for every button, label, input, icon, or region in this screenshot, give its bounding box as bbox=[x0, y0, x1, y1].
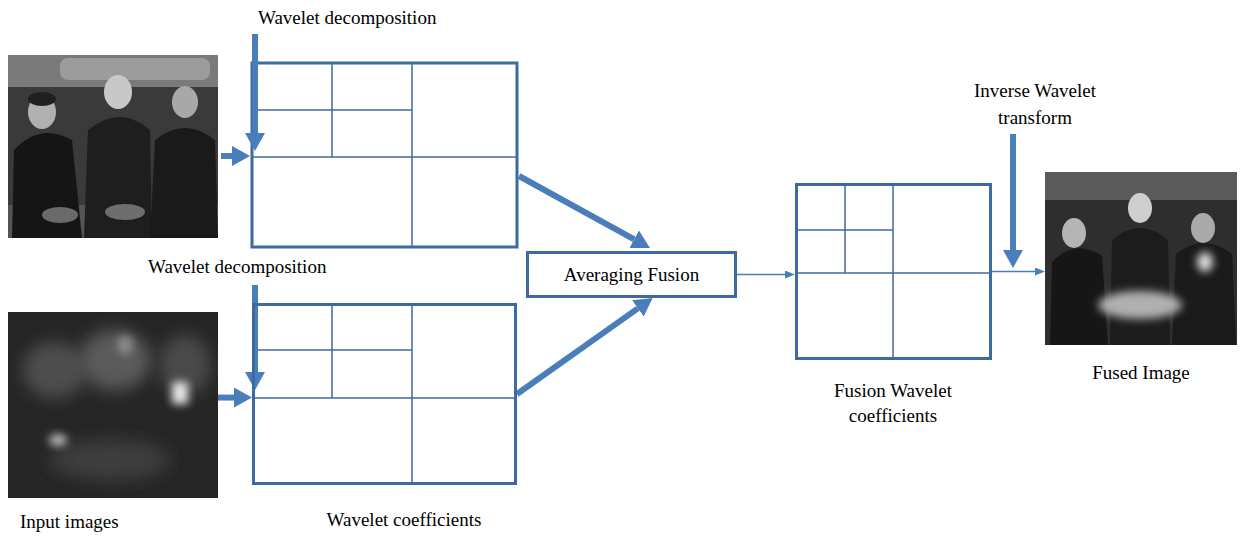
flow-arrow bbox=[517, 308, 638, 394]
grid-line bbox=[844, 183, 846, 273]
grid-line bbox=[411, 303, 413, 485]
wavelet-grid-lines bbox=[252, 303, 517, 485]
person-body bbox=[1050, 248, 1108, 345]
person-head bbox=[172, 86, 198, 118]
person-body bbox=[84, 117, 152, 238]
hot-spot bbox=[1197, 252, 1213, 272]
label-anchor: Wavelet decomposition bbox=[148, 257, 388, 277]
person-head bbox=[104, 75, 132, 109]
coefficient-grid: Wavelet coefficients bbox=[252, 303, 517, 485]
heat-blob bbox=[23, 342, 87, 398]
input-image: Input images bbox=[8, 312, 218, 498]
flow-arrow bbox=[992, 271, 1035, 273]
hot-spot bbox=[172, 382, 188, 404]
grid-line bbox=[252, 397, 517, 399]
output-image: Fused Image bbox=[1045, 172, 1237, 345]
hot-spot bbox=[49, 434, 67, 446]
caption-text: Fusion Wavelet coefficients bbox=[818, 378, 968, 428]
step-label: Wavelet decomposition bbox=[148, 257, 388, 277]
fusion-grid-lines bbox=[795, 183, 992, 360]
right-arrow bbox=[221, 153, 232, 159]
person-hair bbox=[28, 92, 56, 106]
image-ground bbox=[1045, 172, 1237, 345]
step-label: Inverse Wavelet transform bbox=[960, 77, 1110, 131]
person-head bbox=[1128, 193, 1152, 223]
label-anchor: Wavelet decomposition bbox=[258, 8, 488, 28]
image-ground bbox=[8, 312, 218, 498]
caption-text: Input images bbox=[20, 512, 200, 532]
caption-text: Wavelet coefficients bbox=[289, 510, 519, 530]
caption-text: Fused Image bbox=[1066, 363, 1216, 383]
infrared-image bbox=[8, 312, 218, 498]
person-head bbox=[1191, 213, 1215, 243]
hot-spot bbox=[1098, 291, 1182, 319]
merge-arrow bbox=[519, 176, 634, 239]
step-label: Wavelet decomposition bbox=[258, 8, 488, 28]
fused-photo bbox=[1045, 172, 1237, 345]
grid-line bbox=[252, 109, 412, 111]
box-text: Averaging Fusion bbox=[564, 265, 699, 285]
down-arrow bbox=[1010, 134, 1016, 250]
person-body bbox=[1172, 243, 1236, 345]
hot-spot bbox=[117, 335, 133, 355]
person-body bbox=[1110, 228, 1170, 345]
grid-line bbox=[411, 63, 413, 247]
label-anchor: Inverse Wavelet transform bbox=[960, 77, 1110, 131]
photo-ground bbox=[8, 55, 218, 238]
grid-line bbox=[252, 349, 412, 351]
heat-blob bbox=[50, 440, 170, 480]
heat-blob bbox=[79, 330, 151, 390]
down-arrow bbox=[252, 34, 258, 133]
person-body bbox=[12, 133, 82, 238]
grid-frame bbox=[252, 63, 517, 247]
coefficient-grid: Fusion Wavelet coefficients bbox=[795, 183, 992, 360]
wavelet-grid bbox=[252, 63, 517, 247]
process-box: Averaging Fusion bbox=[526, 251, 737, 298]
knee-highlight bbox=[105, 204, 145, 220]
knee-highlight bbox=[42, 207, 78, 223]
flow-arrow bbox=[218, 395, 234, 401]
grid-line bbox=[252, 156, 517, 158]
person-body bbox=[150, 128, 218, 238]
car-shape bbox=[60, 58, 210, 80]
grid-line bbox=[795, 229, 893, 231]
person-head bbox=[1062, 218, 1086, 248]
visible-photo bbox=[8, 55, 218, 238]
grid-line bbox=[892, 183, 894, 360]
flow-arrow bbox=[737, 274, 785, 276]
